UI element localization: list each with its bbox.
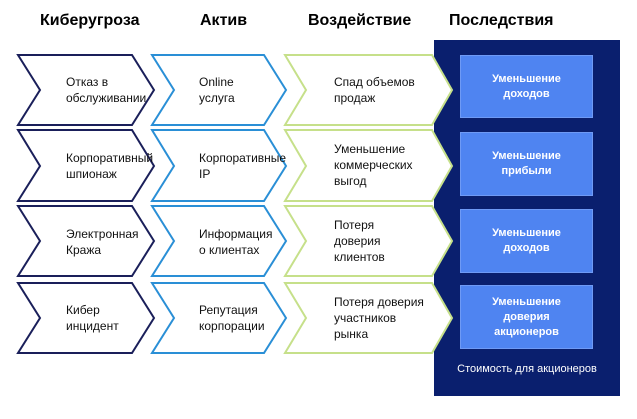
asset-label-3: Информация о клиентах bbox=[199, 227, 273, 257]
header-asset: Актив bbox=[200, 12, 248, 29]
threat-chevron-4 bbox=[16, 282, 156, 354]
asset-chevron-4 bbox=[150, 282, 288, 354]
consequence-box-3: Уменьшение доходов bbox=[460, 209, 593, 273]
asset-label-2: Корпоративные IP bbox=[199, 151, 287, 181]
threat-chevron-2 bbox=[16, 129, 156, 202]
consequence-box-1: Уменьшение доходов bbox=[460, 55, 593, 118]
impact-label-4: Потеря доверия участников рынка bbox=[334, 295, 424, 341]
impact-label-1: Спад объемов продаж bbox=[334, 75, 415, 105]
asset-chevron-2 bbox=[150, 129, 288, 202]
impact-chevron-4 bbox=[283, 282, 454, 354]
impact-chevron-2 bbox=[283, 129, 454, 202]
impact-chevron-3 bbox=[283, 205, 454, 277]
consequence-box-4: Уменьшение доверия акционеров bbox=[460, 285, 593, 349]
shareholder-value-label: Стоимость для акционеров bbox=[457, 363, 597, 375]
threat-label-2: Корпоративный шпионаж bbox=[66, 151, 154, 181]
impact-label-3: Потеря доверия клиентов bbox=[334, 218, 385, 264]
asset-label-1: Online услуга bbox=[199, 75, 235, 105]
asset-label-4: Репутация корпорации bbox=[199, 303, 265, 333]
threat-label-3: Электронная Кража bbox=[66, 227, 139, 257]
threat-label-4: Кибер инцидент bbox=[66, 303, 119, 333]
header-threat: Киберугроза bbox=[40, 12, 140, 29]
consequence-box-2: Уменьшение прибыли bbox=[460, 132, 593, 196]
threat-chevron-1 bbox=[16, 54, 156, 126]
asset-chevron-3 bbox=[150, 205, 288, 277]
header-impact: Воздействие bbox=[308, 12, 412, 29]
header-consequences: Последствия bbox=[449, 12, 554, 29]
threat-chevron-3 bbox=[16, 205, 156, 277]
asset-chevron-1 bbox=[150, 54, 288, 126]
impact-label-2: Уменьшение коммерческих выгод bbox=[334, 142, 413, 188]
impact-chevron-1 bbox=[283, 54, 454, 126]
threat-label-1: Отказ в обслуживании bbox=[66, 75, 147, 105]
